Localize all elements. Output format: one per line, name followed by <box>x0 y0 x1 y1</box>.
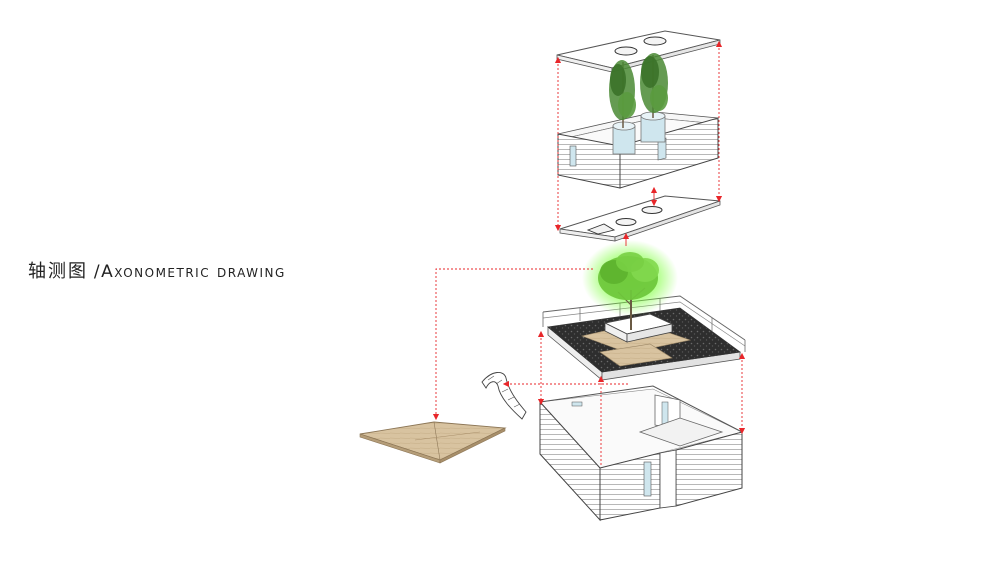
drawing-title: 轴测图 /Axonometric drawing <box>28 257 286 283</box>
assembly-guide-lines <box>432 40 746 466</box>
title-chinese: 轴测图 <box>28 261 88 282</box>
upper-tree-left <box>609 60 636 128</box>
ground-volume <box>539 385 743 522</box>
roof-garden <box>542 240 746 381</box>
upper-volume <box>557 111 719 189</box>
title-english: /Axonometric drawing <box>93 262 286 282</box>
roof-slab <box>556 30 721 73</box>
upper-floor-slab <box>559 195 721 242</box>
stair <box>481 372 527 420</box>
ground-deck <box>359 421 507 464</box>
upper-tree-right <box>640 53 668 118</box>
